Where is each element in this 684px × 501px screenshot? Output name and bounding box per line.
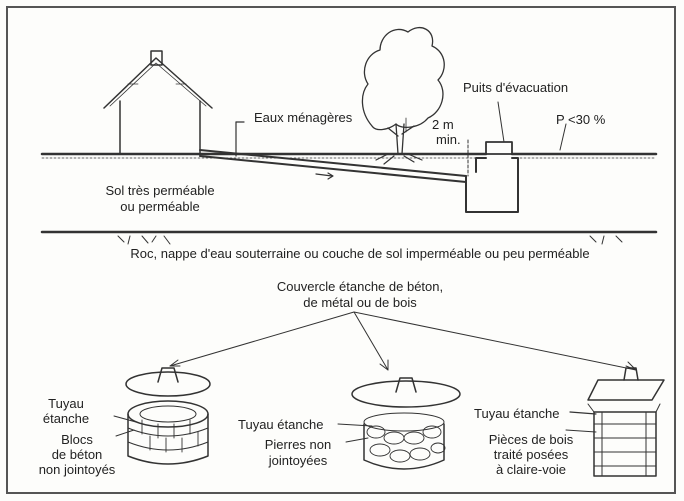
diagram-frame <box>6 6 676 494</box>
ground-surface <box>40 152 658 159</box>
soil-label-line1: Sol très perméable <box>105 183 215 198</box>
slope-label: P <30 % <box>556 112 606 127</box>
bedrock-label: Roc, nappe d'eau souterraine ou couche d… <box>130 246 590 261</box>
drain-pipe <box>199 121 467 183</box>
house-drawing <box>103 50 213 155</box>
blocks-label-line2: de béton <box>51 447 103 462</box>
pipe-c-label: Tuyau étanche <box>474 406 560 421</box>
stones-label-line1: Pierres non <box>264 437 332 452</box>
bedrock-line <box>40 230 658 245</box>
wood-label-line2: traité posées <box>493 447 569 462</box>
wastewater-label: Eaux ménagères <box>254 110 353 125</box>
drywell-drawing <box>465 101 519 213</box>
stones-label-line2: jointoyées <box>268 453 328 468</box>
pipe-b-label: Tuyau étanche <box>238 417 324 432</box>
cover-pointer-lines <box>169 311 637 371</box>
slope-pointer <box>559 123 567 151</box>
distance-min-label: min. <box>436 132 461 147</box>
tree-drawing <box>361 27 445 165</box>
stone-drywell <box>337 377 461 470</box>
well-label: Puits d'évacuation <box>463 80 569 95</box>
cover-label-line1: Couvercle étanche de béton, <box>276 279 444 294</box>
wood-label-line1: Pièces de bois <box>488 432 574 447</box>
blocks-label-line1: Blocs <box>61 432 93 447</box>
pipe-a-label-line1: Tuyau <box>48 396 84 411</box>
distance-label: 2 m <box>432 117 454 132</box>
wood-drywell <box>565 367 665 477</box>
pipe-a-label-line2: étanche <box>42 411 90 426</box>
wood-label-line3: à claire-voie <box>495 462 567 477</box>
concrete-block-drywell <box>113 367 211 465</box>
soil-label-line2: ou perméable <box>120 199 200 214</box>
blocks-label-line3: non jointoyés <box>38 462 116 477</box>
distance-marker <box>405 117 469 177</box>
cover-label-line2: de métal ou de bois <box>303 295 417 310</box>
